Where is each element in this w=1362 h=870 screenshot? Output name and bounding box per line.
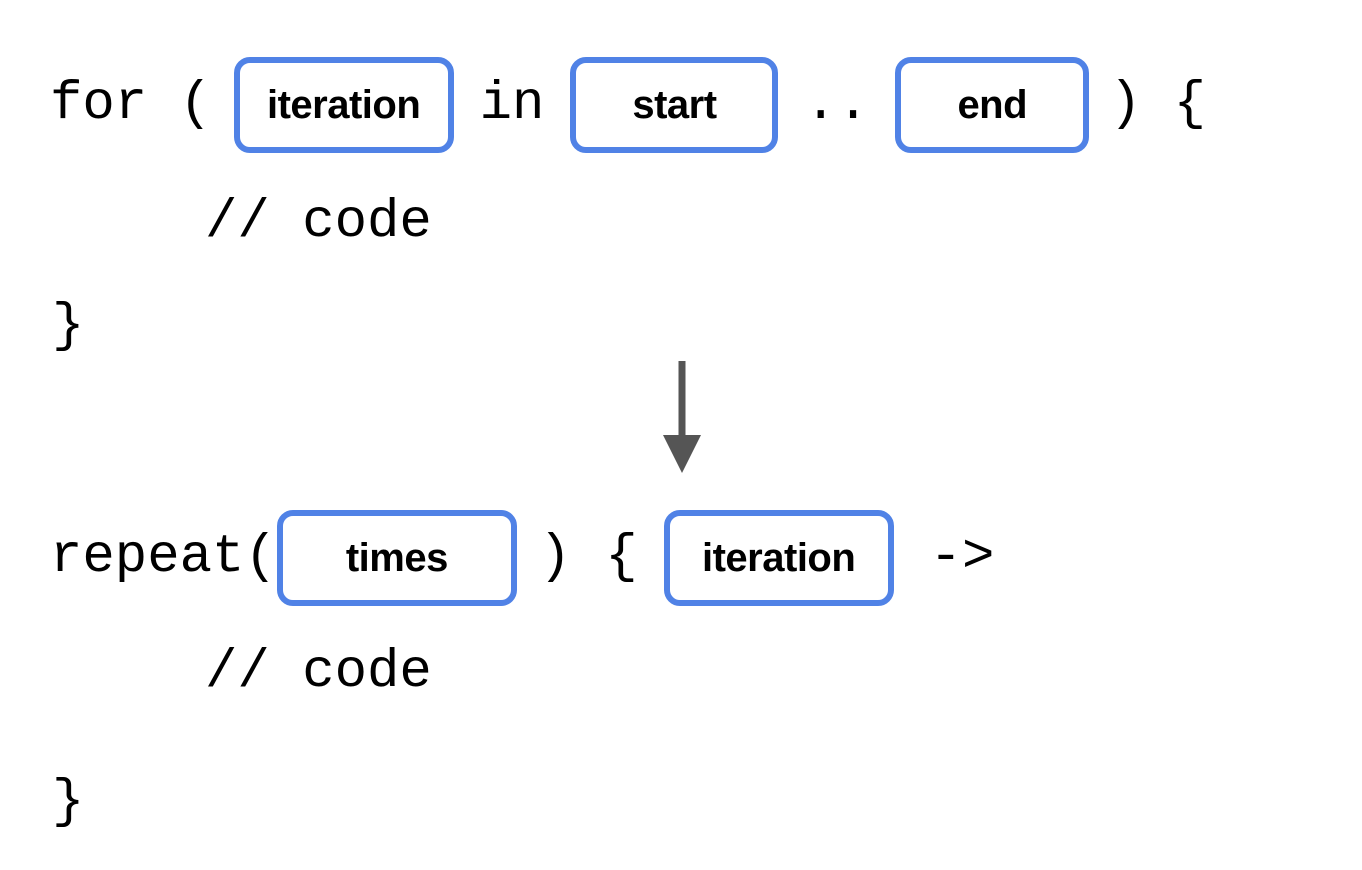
chip-end[interactable]: end (895, 57, 1090, 153)
repeat-call: repeat( (50, 527, 277, 588)
in-keyword: in (479, 74, 545, 135)
before-code-comment: // code (205, 192, 432, 253)
chip-times[interactable]: times (276, 510, 517, 606)
open-paren: ( (179, 74, 212, 135)
before-code-line-1: for ( iteration in start .. end ) { (50, 55, 1206, 155)
after-close-paren: ) (538, 527, 572, 588)
chip-iteration-after[interactable]: iteration (663, 510, 894, 606)
after-code-comment: // code (205, 642, 432, 703)
down-arrow-icon (650, 355, 714, 480)
after-code-close-brace: } (52, 772, 85, 833)
lambda-arrow: -> (929, 527, 995, 588)
chip-iteration-before[interactable]: iteration (233, 57, 454, 153)
before-code-close-brace: } (52, 296, 85, 357)
chip-start[interactable]: start (570, 57, 779, 153)
for-keyword: for (50, 74, 148, 135)
after-code-line-1: repeat( times ) { iteration -> (50, 508, 994, 608)
close-paren: ) (1109, 74, 1142, 135)
after-open-brace: { (605, 527, 638, 588)
open-brace: { (1173, 74, 1207, 135)
range-operator: .. (804, 74, 870, 135)
